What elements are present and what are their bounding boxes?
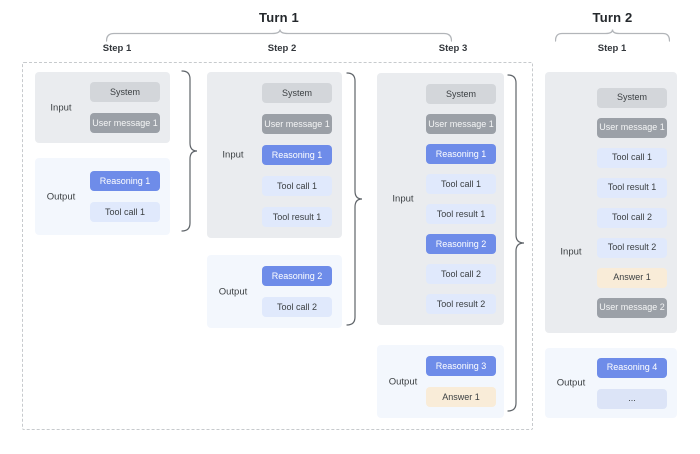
step2-output-boxes: Reasoning 2 Tool call 2: [262, 255, 332, 328]
output-label: Output: [218, 286, 248, 297]
step1-input-panel: Input System User message 1: [35, 72, 170, 143]
output-label: Output: [556, 377, 586, 389]
step1-output-boxes: Reasoning 1 Tool call 1: [90, 158, 160, 235]
turn1-step1-label: Step 1: [102, 43, 132, 54]
step3-output-boxes: Reasoning 3 Answer 1: [426, 345, 496, 418]
msg-tool-call-1: Tool call 1: [426, 174, 496, 194]
turn2-step1-label: Step 1: [597, 43, 627, 54]
msg-tool-call-2: Tool call 2: [262, 297, 332, 317]
brace-step1-to-step2: [181, 70, 198, 232]
input-label: Input: [50, 102, 72, 113]
msg-user-message-1: User message 1: [262, 114, 332, 134]
step3-input-panel: Input System User message 1 Reasoning 1 …: [377, 73, 504, 325]
step2-input-panel: Input System User message 1 Reasoning 1 …: [207, 72, 342, 238]
turn1-overbrace: [106, 29, 452, 42]
msg-tool-call-2: Tool call 2: [426, 264, 496, 284]
msg-system: System: [597, 87, 667, 108]
step1-output-panel: Output Reasoning 1 Tool call 1: [35, 158, 170, 235]
brace-step3-to-turn2: [507, 74, 525, 412]
step3-input-boxes: System User message 1 Reasoning 1 Tool c…: [426, 73, 496, 325]
step3-output-panel: Output Reasoning 3 Answer 1: [377, 345, 504, 418]
step1-input-boxes: System User message 1: [90, 72, 160, 143]
msg-tool-result-2: Tool result 2: [597, 237, 667, 258]
msg-tool-result-1: Tool result 1: [262, 207, 332, 227]
msg-tool-call-1: Tool call 1: [597, 147, 667, 168]
msg-reasoning-3: Reasoning 3: [426, 356, 496, 376]
turn2-step1-input-panel: Input System User message 1 Tool call 1 …: [545, 72, 677, 333]
msg-reasoning-1: Reasoning 1: [90, 171, 160, 191]
msg-user-message-1: User message 1: [426, 114, 496, 134]
msg-tool-call-2: Tool call 2: [597, 207, 667, 228]
input-label: Input: [560, 246, 582, 258]
msg-reasoning-2: Reasoning 2: [262, 266, 332, 286]
msg-tool-result-1: Tool result 1: [597, 177, 667, 198]
turn1-step2-label: Step 2: [267, 43, 297, 54]
turn1-dashed-region: [22, 62, 533, 430]
input-label: Input: [222, 149, 244, 161]
msg-tool-result-1: Tool result 1: [426, 204, 496, 224]
msg-tool-result-2: Tool result 2: [426, 294, 496, 314]
msg-system: System: [426, 84, 496, 104]
msg-reasoning-4: Reasoning 4: [597, 357, 667, 378]
step2-input-boxes: System User message 1 Reasoning 1 Tool c…: [262, 72, 332, 238]
msg-reasoning-1: Reasoning 1: [426, 144, 496, 164]
msg-user-message-1: User message 1: [90, 113, 160, 133]
msg-user-message-2: User message 2: [597, 297, 667, 318]
msg-system: System: [90, 82, 160, 102]
step2-output-panel: Output Reasoning 2 Tool call 2: [207, 255, 342, 328]
msg-answer-1: Answer 1: [426, 387, 496, 407]
msg-reasoning-1: Reasoning 1: [262, 145, 332, 165]
input-label: Input: [392, 193, 414, 205]
msg-ellipsis: ...: [597, 388, 667, 409]
turn2-step1-input-boxes: System User message 1 Tool call 1 Tool r…: [597, 72, 667, 333]
msg-system: System: [262, 83, 332, 103]
msg-tool-call-1: Tool call 1: [90, 202, 160, 222]
turn2-step1-output-panel: Output Reasoning 4 ...: [545, 348, 677, 418]
msg-user-message-1: User message 1: [597, 117, 667, 138]
turn2-step1-output-boxes: Reasoning 4 ...: [597, 348, 667, 418]
turn2-overbrace: [555, 29, 670, 42]
output-label: Output: [388, 376, 418, 387]
msg-tool-call-1: Tool call 1: [262, 176, 332, 196]
brace-step2-to-step3: [346, 72, 363, 326]
msg-reasoning-2: Reasoning 2: [426, 234, 496, 254]
output-label: Output: [46, 191, 76, 202]
turn1-step3-label: Step 3: [438, 43, 468, 54]
turn2-title: Turn 2: [592, 10, 633, 25]
turn1-title: Turn 1: [259, 10, 299, 25]
msg-answer-1: Answer 1: [597, 267, 667, 288]
